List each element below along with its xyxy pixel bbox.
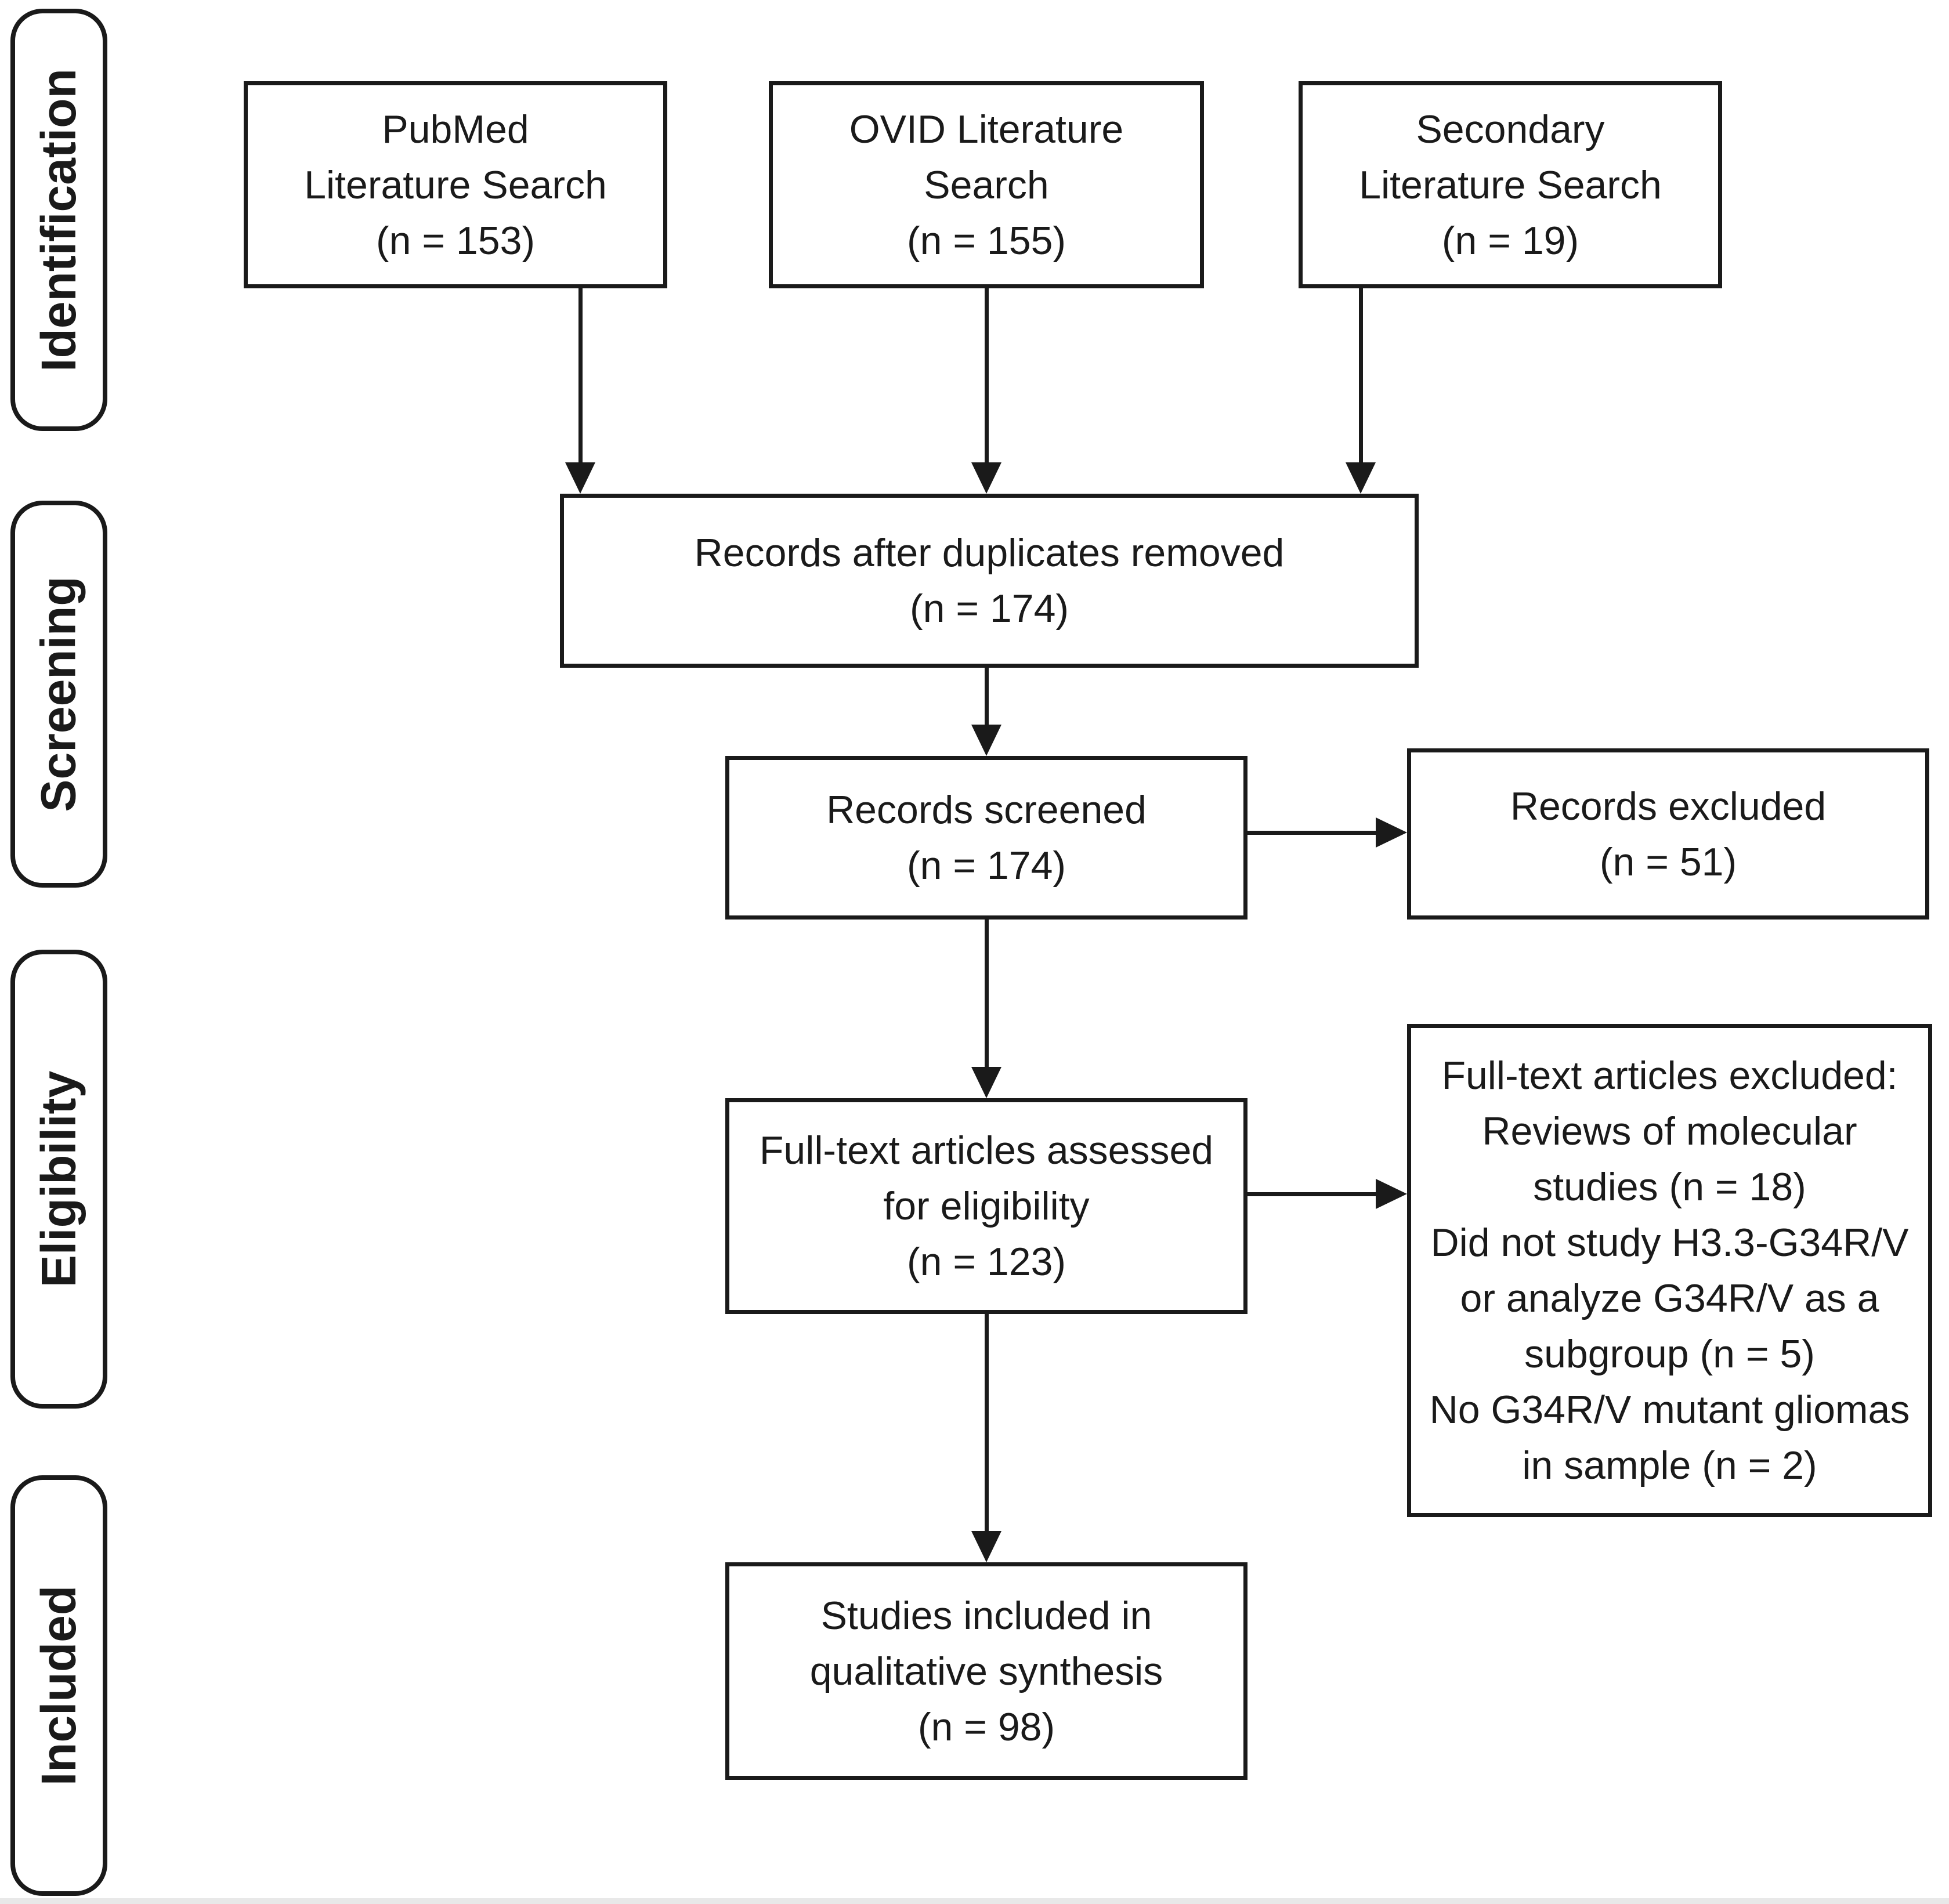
arrow-ovid-to-duplicates — [985, 288, 989, 462]
node-secondary-line: Literature Search — [1359, 162, 1662, 207]
node-fulltext-assessed-line: for eligibility — [883, 1184, 1090, 1228]
stage-label-eligibility-text: Eligibility — [31, 1070, 86, 1288]
stage-label-screening: Screening — [10, 501, 107, 888]
node-duplicates-removed-line: Records after duplicates removed — [694, 531, 1285, 575]
arrow-assessed-to-included — [985, 1314, 989, 1532]
node-records-excluded: Records excluded (n = 51) — [1407, 748, 1929, 920]
node-fulltext-excluded: Full-text articles excluded: Reviews of … — [1407, 1024, 1932, 1517]
arrowhead-down-icon — [1346, 462, 1376, 494]
node-studies-included: Studies included in qualitative synthesi… — [725, 1562, 1247, 1780]
stage-label-identification: Identification — [10, 9, 107, 431]
node-fulltext-excluded-line: or analyze G34R/V as a — [1460, 1276, 1879, 1320]
stage-label-included: Included — [10, 1475, 107, 1896]
arrow-screened-to-assessed — [985, 920, 989, 1068]
arrow-secondary-to-duplicates — [1359, 288, 1363, 462]
arrowhead-down-icon — [971, 1531, 1001, 1562]
node-ovid-line: OVID Literature — [849, 107, 1124, 151]
stage-label-included-text: Included — [31, 1585, 86, 1786]
node-studies-included-count: (n = 98) — [917, 1704, 1055, 1749]
node-pubmed-search: PubMed Literature Search (n = 153) — [244, 81, 667, 288]
node-fulltext-excluded-line: Did not study H3.3-G34R/V — [1430, 1221, 1909, 1265]
arrow-pubmed-to-duplicates — [578, 288, 583, 462]
node-studies-included-line: Studies included in — [820, 1593, 1152, 1638]
node-fulltext-assessed-line: Full-text articles assessed — [759, 1128, 1214, 1172]
arrowhead-right-icon — [1376, 817, 1407, 848]
node-fulltext-assessed: Full-text articles assessed for eligibil… — [725, 1098, 1247, 1314]
node-records-excluded-line: Records excluded — [1510, 784, 1827, 828]
node-records-excluded-count: (n = 51) — [1599, 839, 1737, 884]
node-secondary-search: Secondary Literature Search (n = 19) — [1299, 81, 1722, 288]
node-fulltext-excluded-line: Reviews of molecular — [1482, 1109, 1857, 1153]
stage-label-identification-text: Identification — [31, 68, 86, 372]
node-ovid-search: OVID Literature Search (n = 155) — [769, 81, 1204, 288]
node-duplicates-removed: Records after duplicates removed (n = 17… — [560, 494, 1419, 668]
node-records-screened-line: Records screened — [826, 788, 1147, 832]
stage-label-eligibility: Eligibility — [10, 950, 107, 1409]
node-fulltext-excluded-line: subgroup (n = 5) — [1524, 1332, 1815, 1376]
arrow-screened-to-excluded — [1247, 831, 1378, 835]
stage-label-screening-text: Screening — [31, 576, 86, 812]
arrow-assessed-to-fulltext-excluded — [1247, 1192, 1378, 1196]
page-bottom-strip — [0, 1898, 1949, 1904]
arrowhead-down-icon — [971, 725, 1001, 756]
node-fulltext-excluded-line: Full-text articles excluded: — [1441, 1054, 1898, 1098]
arrowhead-down-icon — [971, 1067, 1001, 1098]
node-secondary-line: Secondary — [1416, 107, 1605, 151]
arrowhead-down-icon — [971, 462, 1001, 494]
node-fulltext-excluded-line: studies (n = 18) — [1533, 1165, 1806, 1209]
node-pubmed-count: (n = 153) — [375, 218, 536, 263]
node-ovid-count: (n = 155) — [906, 218, 1066, 263]
arrow-duplicates-to-screened — [985, 668, 989, 726]
node-ovid-line: Search — [924, 162, 1049, 207]
node-fulltext-excluded-line: No G34R/V mutant gliomas — [1429, 1388, 1910, 1432]
node-records-screened-count: (n = 174) — [906, 844, 1066, 888]
arrowhead-down-icon — [565, 462, 595, 494]
node-fulltext-assessed-count: (n = 123) — [906, 1240, 1066, 1284]
node-records-screened: Records screened (n = 174) — [725, 756, 1247, 920]
node-secondary-count: (n = 19) — [1441, 218, 1579, 263]
node-fulltext-excluded-line: in sample (n = 2) — [1522, 1443, 1817, 1487]
node-pubmed-line: Literature Search — [304, 162, 607, 207]
arrowhead-right-icon — [1376, 1179, 1407, 1209]
node-pubmed-line: PubMed — [382, 107, 529, 151]
node-duplicates-removed-count: (n = 174) — [909, 587, 1069, 631]
node-studies-included-line: qualitative synthesis — [809, 1649, 1163, 1693]
